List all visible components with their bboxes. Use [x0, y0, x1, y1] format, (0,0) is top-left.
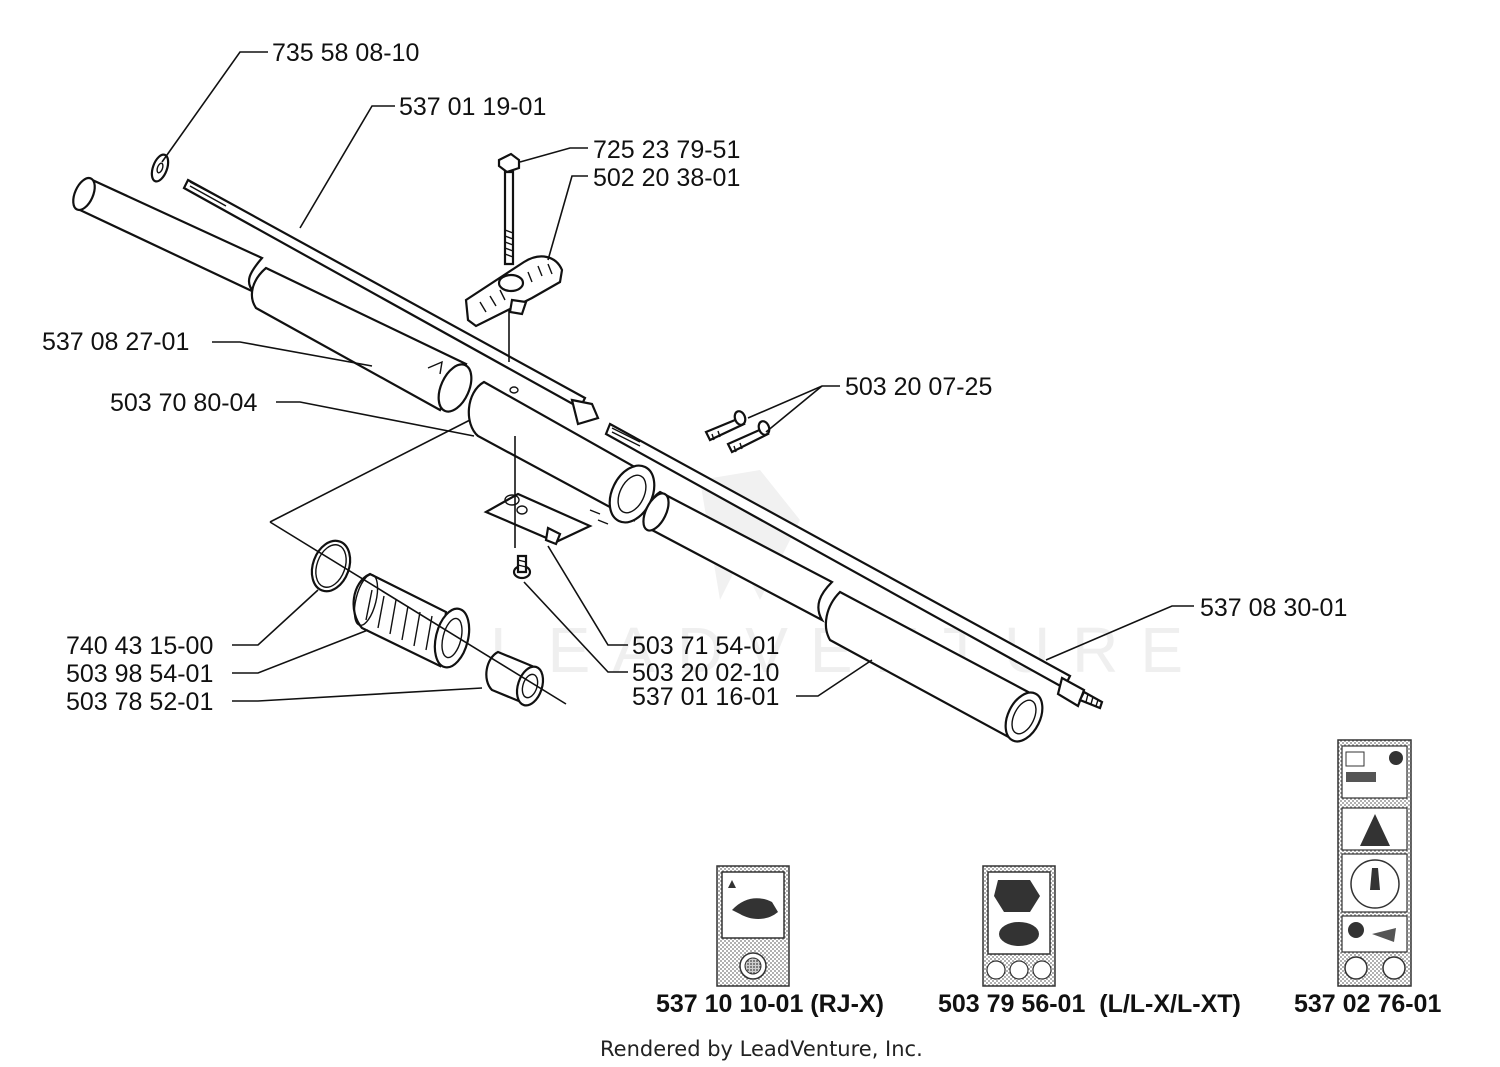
leader-lines: [161, 51, 1194, 702]
callout-label: 537 01 16-01: [632, 683, 779, 711]
shaft-tip-part: [1056, 676, 1104, 710]
outer-tube-lower-part: [642, 490, 1044, 743]
drive-shaft-part: [182, 178, 1072, 690]
callout-label: 503 71 54-01: [632, 632, 779, 660]
callout-label: 503 98 54-01: [66, 660, 213, 688]
outer-tube-upper-part: [72, 176, 473, 413]
prohibited-icon: [1009, 960, 1029, 980]
decal-label: 503 79 56-01 (L/L-X/L-XT): [938, 990, 1241, 1018]
callout-label: 537 08 30-01: [1200, 594, 1347, 622]
trimmer-head-icon: [994, 880, 1040, 912]
bushing-part: [485, 650, 545, 707]
callout-label: 537 08 27-01: [42, 328, 189, 356]
coupling-part: [467, 380, 656, 525]
assembly-line-lower: [269, 521, 567, 705]
o-ring-part: [310, 539, 352, 593]
callout-label: 735 58 08-10: [272, 39, 419, 67]
watermark: LEADVENTURE: [490, 470, 1183, 686]
callout-label: 503 78 52-01: [66, 688, 213, 716]
glove-icon: [1348, 922, 1364, 938]
prohibited-icon: [986, 960, 1006, 980]
bearing-sleeve-part: [352, 572, 471, 669]
callout-label: 740 43 15-00: [66, 632, 213, 660]
prohibited-icon: [1344, 956, 1368, 980]
manual-icon: [1345, 751, 1365, 767]
ear-protection-icon: [1389, 751, 1403, 765]
cutting-head-icon: [999, 922, 1039, 946]
knob-part: [464, 255, 564, 328]
decal-labels: 537 10 10-01 (RJ-X) 503 79 56-01 (L/L-X/…: [656, 990, 1441, 1018]
callout-label: 503 20 02-10: [632, 659, 779, 687]
callout-label: 503 20 07-25: [845, 373, 992, 401]
footer-credit: Rendered by LeadVenture, Inc.: [600, 1037, 923, 1061]
callout-label: 503 70 80-04: [110, 389, 257, 417]
warning-triangle-icon: [728, 880, 736, 888]
prohibited-icon: [1382, 956, 1406, 980]
screw-bottom-part: [512, 436, 532, 580]
washer-part: [150, 153, 170, 183]
warning-triangle-icon: [1360, 814, 1390, 846]
bracket-part: [483, 492, 593, 546]
decal-label: 537 10 10-01 (RJ-X): [656, 990, 884, 1018]
hedge-trimmer-icon: [732, 898, 778, 919]
callout-label: 537 01 19-01: [399, 93, 546, 121]
callout-label: 725 23 79-51: [593, 136, 740, 164]
bolt-part: [497, 152, 521, 362]
decal-rjx: [716, 865, 790, 987]
info-plate-icon: [1346, 772, 1376, 782]
screws-part: [704, 410, 771, 454]
callout-labels: 735 58 08-10 537 01 19-01 725 23 79-51 5…: [42, 39, 1347, 716]
decal-tall: [1337, 739, 1412, 987]
prohibited-icon: [1032, 960, 1052, 980]
decal-l: [982, 865, 1056, 987]
callout-label: 502 20 38-01: [593, 164, 740, 192]
decal-label: 537 02 76-01: [1294, 990, 1441, 1018]
person-icon: [1370, 868, 1380, 890]
assembly-line: [269, 419, 471, 523]
safety-distance-icon: [1350, 859, 1400, 909]
